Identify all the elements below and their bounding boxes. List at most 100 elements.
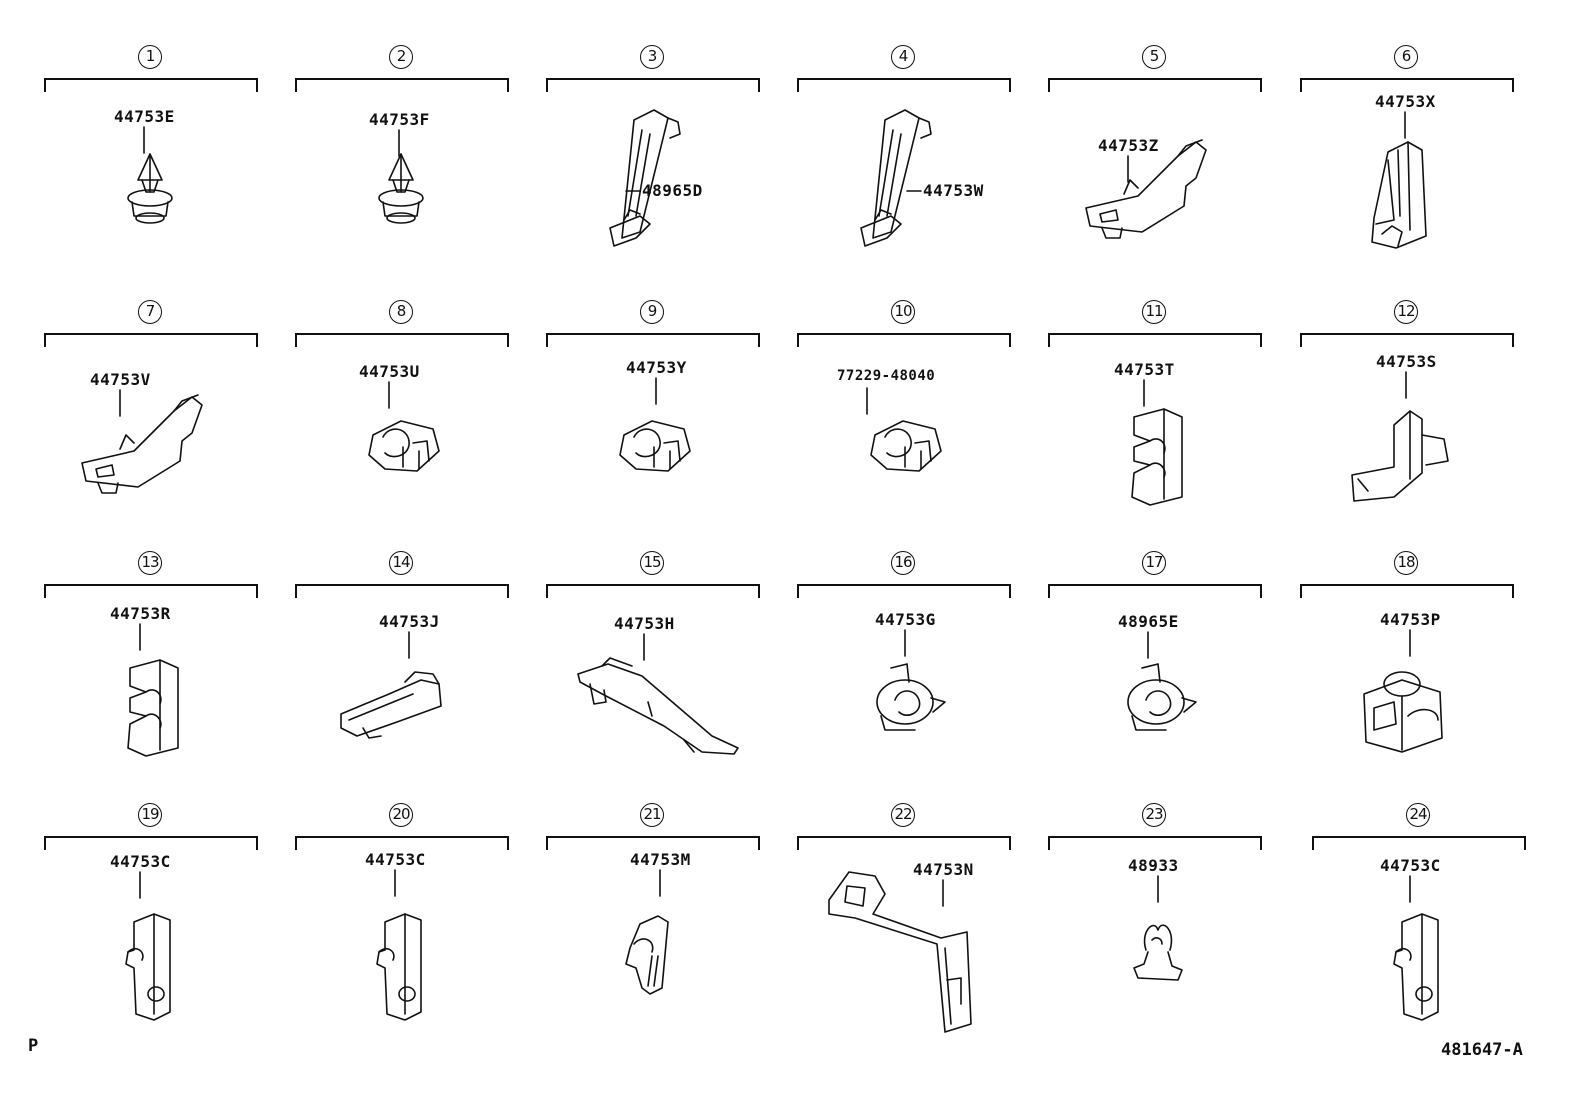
part-number-label: 44753T (1114, 360, 1175, 379)
callout-number: 2 (389, 45, 413, 69)
callout-number: 18 (1394, 551, 1418, 575)
part-item-8: 8 44753U (293, 265, 511, 515)
double-tube-clamp-icon (1131, 379, 1183, 506)
callout-number: 13 (138, 551, 162, 575)
spring-clip-icon (1133, 875, 1183, 981)
group-bracket (44, 333, 258, 347)
block-clamp-clip-icon (376, 869, 422, 1021)
callout-number: 1 (138, 45, 162, 69)
part-item-2: 2 44753F (293, 10, 511, 260)
block-clamp-clip-icon (125, 871, 171, 1021)
part-number-label: 44753J (379, 612, 440, 631)
callout-number: 23 (1142, 803, 1166, 827)
group-bracket (546, 333, 760, 347)
callout-number: 24 (1406, 803, 1430, 827)
group-bracket (1048, 78, 1262, 92)
callout-number: 12 (1394, 300, 1418, 324)
part-number-label: 44753E (114, 107, 175, 126)
long-l-bracket-icon (828, 871, 972, 1033)
callout-number: 19 (138, 803, 162, 827)
hose-clamp-clip-icon (866, 387, 942, 472)
callout-number: 3 (640, 45, 664, 69)
callout-number: 22 (891, 803, 915, 827)
angled-bracket-clip-icon (1085, 139, 1207, 239)
part-number-label: 44753F (369, 110, 430, 129)
part-number-label: 44753S (1376, 352, 1437, 371)
round-hose-clip-icon (1127, 631, 1197, 731)
slot-clip-icon (625, 869, 669, 995)
part-number-label: 44753R (110, 604, 171, 623)
group-bracket (44, 78, 258, 92)
callout-number: 10 (891, 300, 915, 324)
block-clamp-clip-icon (1393, 875, 1439, 1021)
part-item-13: 13 44753R (42, 516, 260, 766)
vertical-clamp-clip-icon (1371, 111, 1427, 249)
callout-number: 7 (138, 300, 162, 324)
part-number-label: 44753Y (626, 358, 687, 377)
push-rivet-clip-icon (378, 129, 424, 224)
part-item-17: 17 48965E (1046, 516, 1264, 766)
callout-number: 11 (1142, 300, 1166, 324)
part-number-label: 44753H (614, 614, 675, 633)
part-number-label: 48965D (642, 181, 703, 200)
callout-number: 6 (1394, 45, 1418, 69)
callout-number: 15 (640, 551, 664, 575)
round-hose-clip-icon (876, 629, 946, 731)
hose-clamp-clip-icon (368, 381, 440, 472)
group-bracket (44, 836, 258, 850)
group-bracket (1300, 584, 1514, 598)
part-number-label: 44753P (1380, 610, 1441, 629)
part-item-3: 3 48965D (544, 10, 762, 260)
part-item-11: 11 44753T (1046, 265, 1264, 515)
callout-number: 9 (640, 300, 664, 324)
part-number-label: 48965E (1118, 612, 1179, 631)
part-number-label: 44753V (90, 370, 151, 389)
part-item-24: 24 44753C (1310, 768, 1528, 1021)
group-bracket (797, 836, 1011, 850)
flat-strap-clip-icon (340, 631, 442, 739)
group-bracket (295, 78, 509, 92)
group-bracket (797, 584, 1011, 598)
callout-number: 14 (389, 551, 413, 575)
part-item-9: 9 44753Y (544, 265, 762, 515)
group-bracket (797, 78, 1011, 92)
part-item-14: 14 44753J (293, 516, 511, 766)
part-number-label: 44753C (110, 852, 171, 871)
part-number-label: 44753W (923, 181, 984, 200)
callout-number: 4 (891, 45, 915, 69)
part-item-23: 23 48933 (1046, 768, 1264, 1018)
hose-clamp-clip-icon (619, 377, 691, 472)
part-number-label: 44753C (1380, 856, 1441, 875)
part-item-18: 18 44753P (1298, 516, 1516, 766)
grommet-clamp-icon (1363, 629, 1443, 753)
angled-bracket-clip-icon (81, 389, 203, 494)
drawing-number: 481647-A (1441, 1040, 1523, 1060)
group-bracket (295, 584, 509, 598)
part-number-label: 77229-48040 (837, 368, 936, 384)
group-bracket (44, 584, 258, 598)
group-bracket (797, 333, 1011, 347)
group-bracket (295, 836, 509, 850)
part-item-21: 21 44753M (544, 768, 762, 1018)
part-item-22: 22 44753N (795, 768, 1013, 1033)
part-number-label: 44753N (913, 860, 974, 879)
group-bracket (546, 584, 760, 598)
callout-number: 17 (1142, 551, 1166, 575)
group-bracket (1300, 78, 1514, 92)
group-bracket (1300, 333, 1514, 347)
callout-number: 5 (1142, 45, 1166, 69)
part-number-label: 48933 (1128, 856, 1179, 875)
part-number-label: 44753U (359, 362, 420, 381)
group-bracket (546, 78, 760, 92)
group-bracket (295, 333, 509, 347)
group-bracket (546, 836, 760, 850)
group-bracket (1048, 584, 1262, 598)
part-number-label: 44753G (875, 610, 936, 629)
part-item-12: 12 44753S (1298, 265, 1516, 515)
callout-number: 8 (389, 300, 413, 324)
l-block-clamp-icon (1351, 371, 1449, 502)
part-item-19: 19 44753C (42, 768, 260, 1021)
callout-number: 20 (389, 803, 413, 827)
callout-number: 16 (891, 551, 915, 575)
part-item-10: 10 77229-48040 (795, 265, 1013, 515)
